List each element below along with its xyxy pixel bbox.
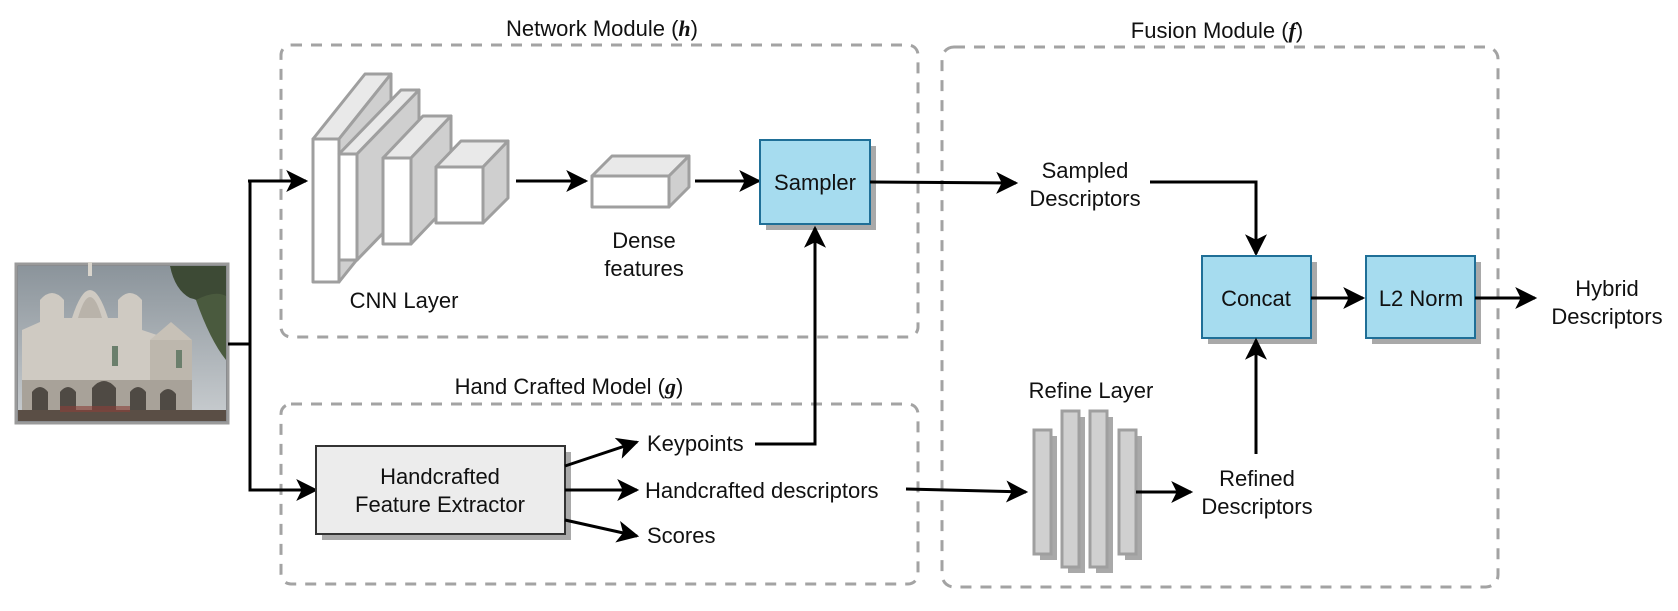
dense-features-label: Dense [612, 228, 676, 253]
l2-norm-label: L2 Norm [1379, 286, 1463, 311]
dense-features-label-2: features [604, 256, 684, 281]
fusion-module-title: Fusion Module (f) [1131, 18, 1303, 43]
sampler-label: Sampler [774, 170, 856, 195]
concat-block: Concat [1201, 255, 1317, 344]
l2-norm-block: L2 Norm [1365, 255, 1481, 344]
edge-sampler-to-sampled [869, 171, 1019, 194]
input-image [14, 262, 230, 425]
dense-features-block [590, 154, 691, 209]
hybrid-descriptors-label: Hybrid [1575, 276, 1639, 301]
cnn-layer-stack [311, 72, 510, 284]
handcrafted-module-border [279, 402, 920, 586]
edge-keypoints-to-sampler [755, 225, 826, 446]
feature-extractor-label-2: Feature Extractor [355, 492, 525, 517]
feature-extractor-block: Handcrafted Feature Extractor [315, 445, 571, 540]
sampled-descriptors-label: Sampled [1042, 158, 1129, 183]
network-module-border [279, 43, 920, 339]
refine-layer-label: Refine Layer [1029, 378, 1154, 403]
refined-descriptors-label: Refined [1219, 466, 1295, 491]
network-module-title: Network Module (h) [506, 16, 698, 41]
concat-label: Concat [1221, 286, 1291, 311]
handcrafted-descriptors-label: Handcrafted descriptors [645, 478, 879, 503]
edge-descriptors-to-refine [905, 480, 1029, 503]
cnn-layer-label: CNN Layer [350, 288, 459, 313]
edge-image-to-extractor [248, 344, 319, 501]
edge-extractor-to-keypoints [564, 437, 640, 468]
edge-extractor-to-scores [564, 518, 640, 543]
refine-layer-block [1032, 409, 1142, 573]
edge-image-trunk [228, 181, 252, 346]
fusion-module-border [940, 45, 1500, 589]
sampled-descriptors-label-2: Descriptors [1029, 186, 1140, 211]
sampler-block: Sampler [759, 139, 876, 230]
keypoints-label: Keypoints [647, 431, 744, 456]
scores-label: Scores [647, 523, 715, 548]
feature-extractor-label: Handcrafted [380, 464, 500, 489]
refined-descriptors-label-2: Descriptors [1201, 494, 1312, 519]
edge-sampled-to-concat [1150, 180, 1267, 257]
hybrid-descriptors-label-2: Descriptors [1551, 304, 1662, 329]
handcrafted-module-title: Hand Crafted Model (g) [455, 374, 684, 399]
